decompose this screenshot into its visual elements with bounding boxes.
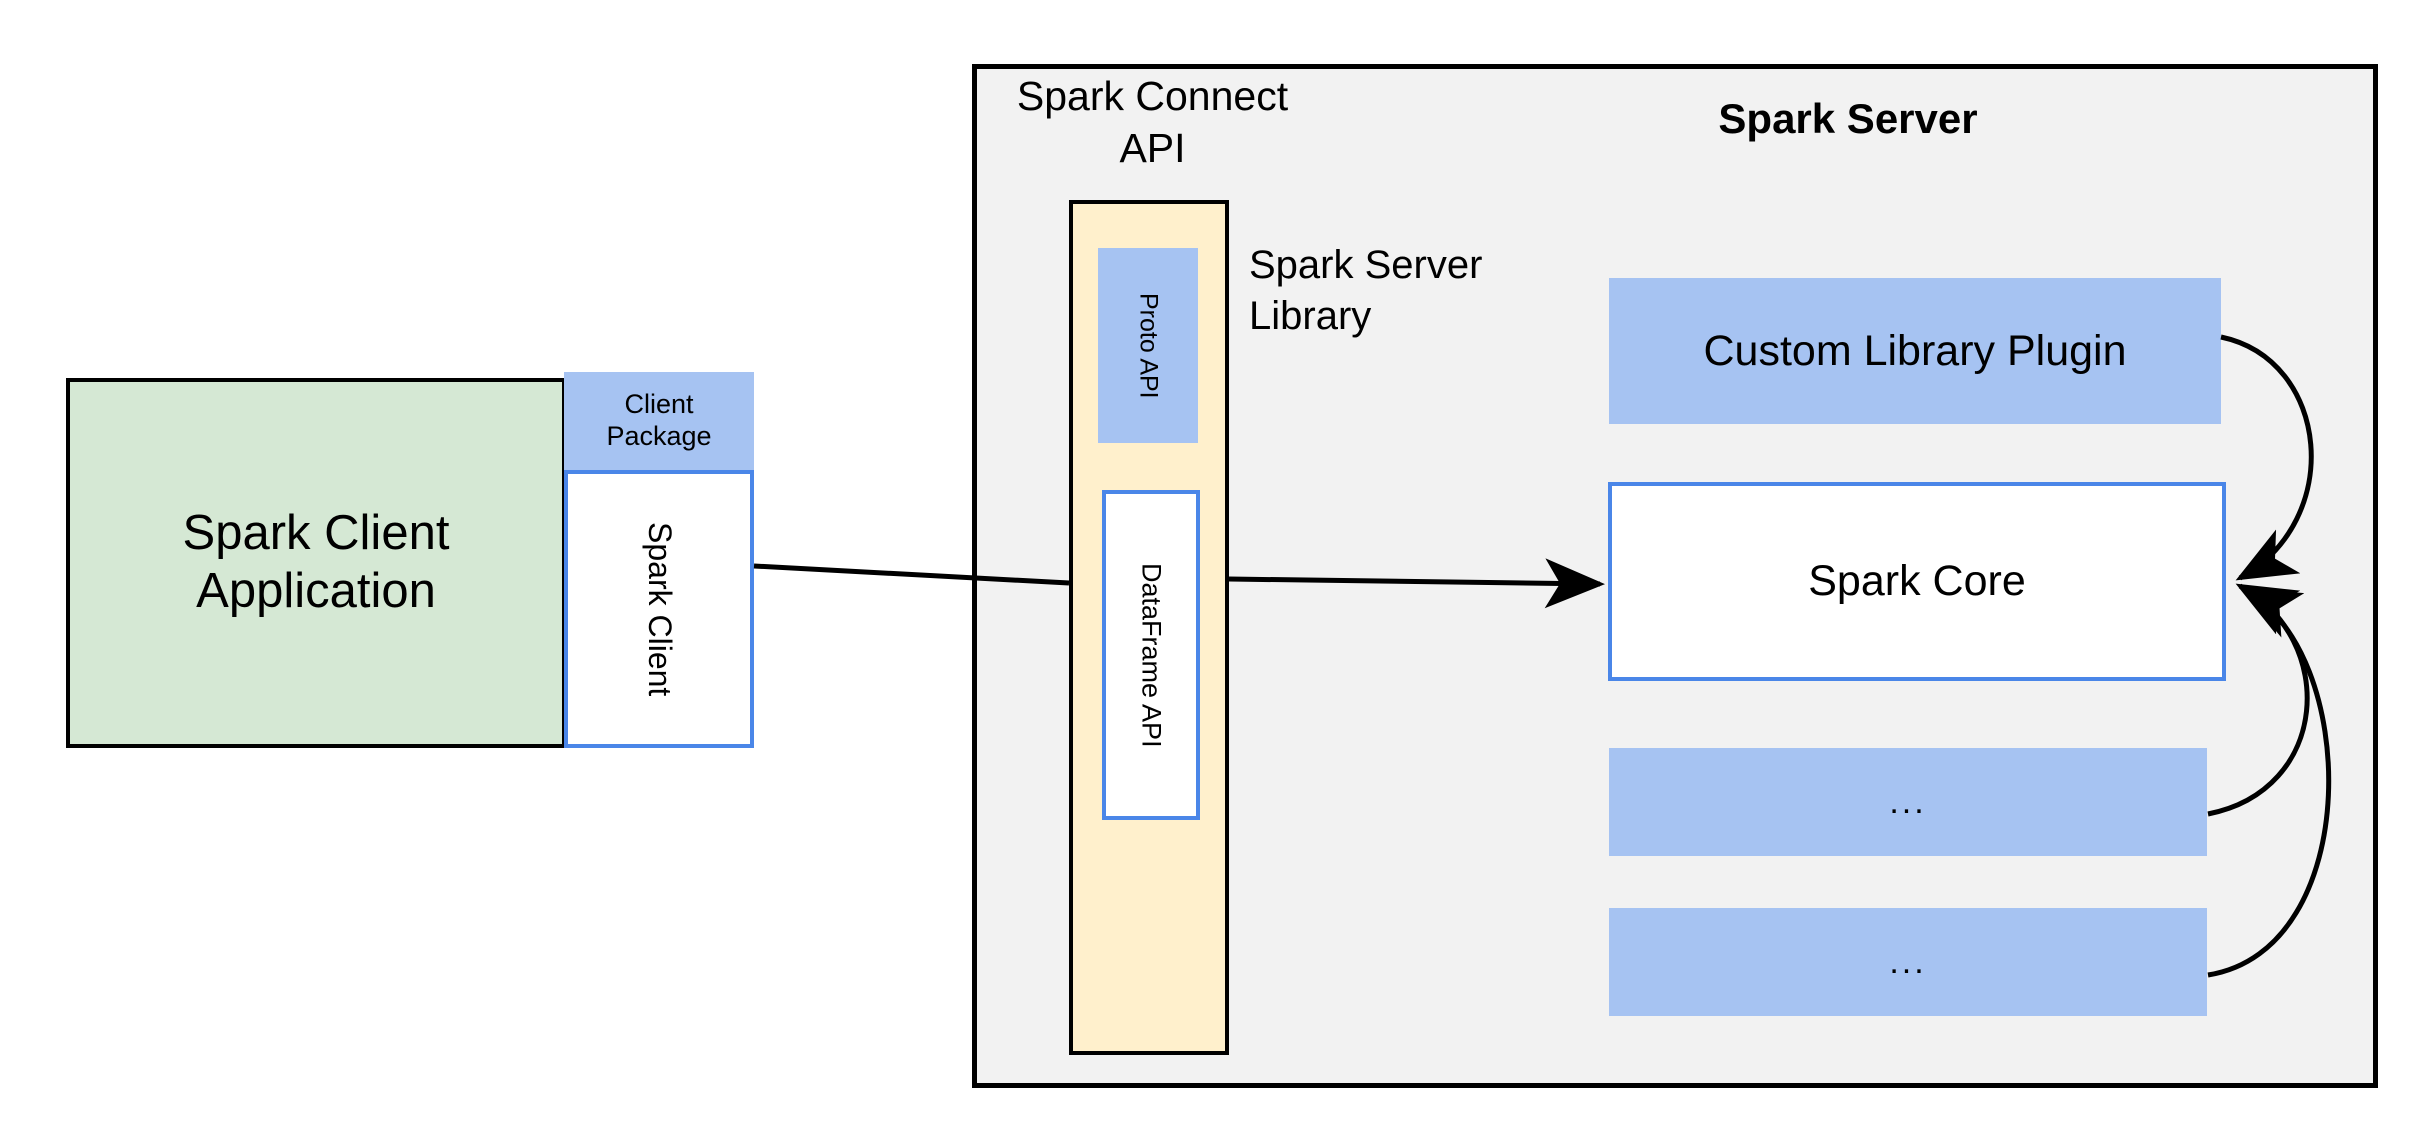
spark-connect-api-label: Spark Connect API	[1016, 73, 1289, 172]
proto-api-label: Proto API	[1134, 292, 1163, 399]
custom-library-plugin-box[interactable]: Custom Library Plugin	[1609, 278, 2221, 424]
dataframe-api-label: DataFrame API	[1136, 562, 1167, 748]
spark-client-application-box[interactable]: Spark Client Application	[66, 378, 566, 748]
spark-client-box[interactable]: Spark Client	[564, 470, 754, 748]
proto-api-box[interactable]: Proto API	[1098, 248, 1198, 443]
spark-server-library-label: Spark Server Library	[1249, 243, 1483, 339]
spark-core-box[interactable]: Spark Core	[1608, 482, 2226, 681]
client-package-box[interactable]: Client Package	[564, 372, 754, 470]
server-component-ellipsis-2-box[interactable]: ...	[1609, 908, 2207, 1016]
server-component-ellipsis-2-label: ...	[1889, 942, 1927, 981]
server-component-ellipsis-1-box[interactable]: ...	[1609, 748, 2207, 856]
dataframe-api-box[interactable]: DataFrame API	[1102, 490, 1200, 820]
spark-client-label: Spark Client	[641, 521, 678, 697]
spark-client-application-label: Spark Client Application	[182, 506, 450, 618]
custom-library-plugin-label: Custom Library Plugin	[1703, 326, 2127, 375]
server-component-ellipsis-1-label: ...	[1889, 782, 1927, 821]
spark-core-label: Spark Core	[1808, 557, 2026, 606]
spark-server-title: Spark Server	[1718, 95, 1978, 142]
client-package-label: Client Package	[606, 389, 712, 451]
